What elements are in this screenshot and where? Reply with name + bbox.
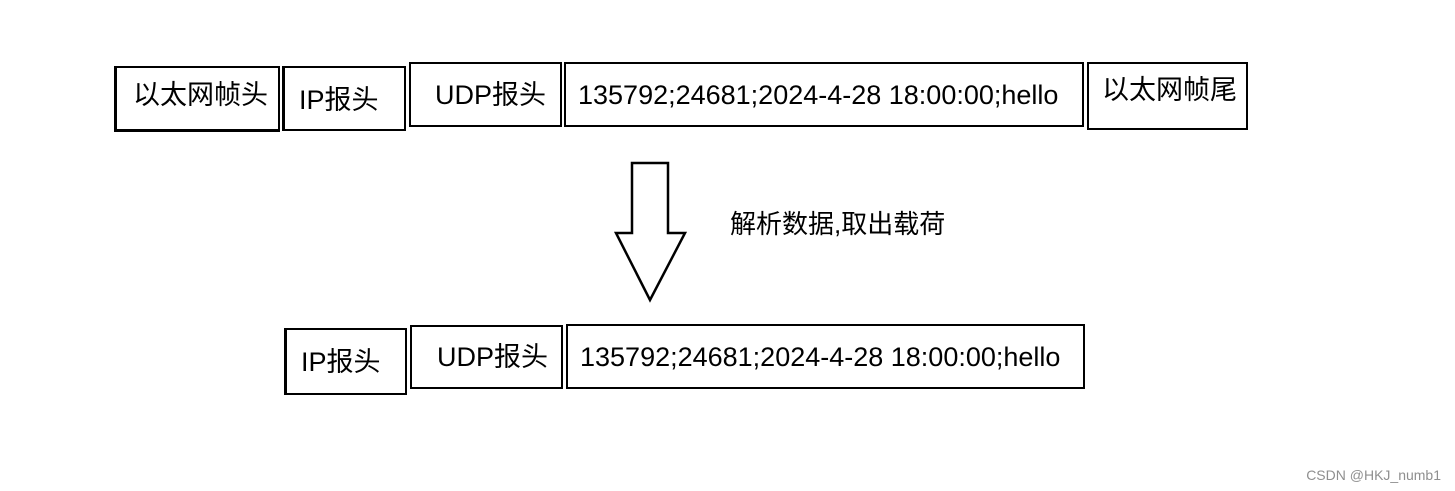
ip-header-label-extracted: IP报头 bbox=[301, 347, 381, 377]
down-arrow-icon bbox=[613, 161, 688, 303]
payload-label: 135792;24681;2024-4-28 18:00:00;hello bbox=[578, 80, 1059, 110]
down-arrow-shape bbox=[613, 161, 688, 303]
ip-header-label: IP报头 bbox=[299, 85, 379, 115]
payload-box: 135792;24681;2024-4-28 18:00:00;hello bbox=[564, 62, 1084, 127]
payload-label-extracted: 135792;24681;2024-4-28 18:00:00;hello bbox=[580, 342, 1061, 372]
ip-header-box: IP报头 bbox=[282, 66, 406, 131]
udp-header-label: UDP报头 bbox=[435, 80, 547, 110]
udp-header-label-extracted: UDP报头 bbox=[437, 342, 549, 372]
udp-header-box-extracted: UDP报头 bbox=[410, 325, 563, 389]
ethernet-trailer-label: 以太网帧尾 bbox=[1102, 75, 1237, 105]
udp-header-box: UDP报头 bbox=[409, 62, 562, 127]
ethernet-header-label: 以太网帧头 bbox=[133, 80, 268, 110]
watermark: CSDN @HKJ_numb1 bbox=[1306, 467, 1441, 483]
ethernet-trailer-box: 以太网帧尾 bbox=[1087, 62, 1248, 130]
payload-box-extracted: 135792;24681;2024-4-28 18:00:00;hello bbox=[566, 324, 1085, 389]
arrow-caption: 解析数据,取出载荷 bbox=[730, 209, 946, 239]
ethernet-header-box: 以太网帧头 bbox=[114, 66, 280, 132]
ip-header-box-extracted: IP报头 bbox=[284, 328, 407, 395]
